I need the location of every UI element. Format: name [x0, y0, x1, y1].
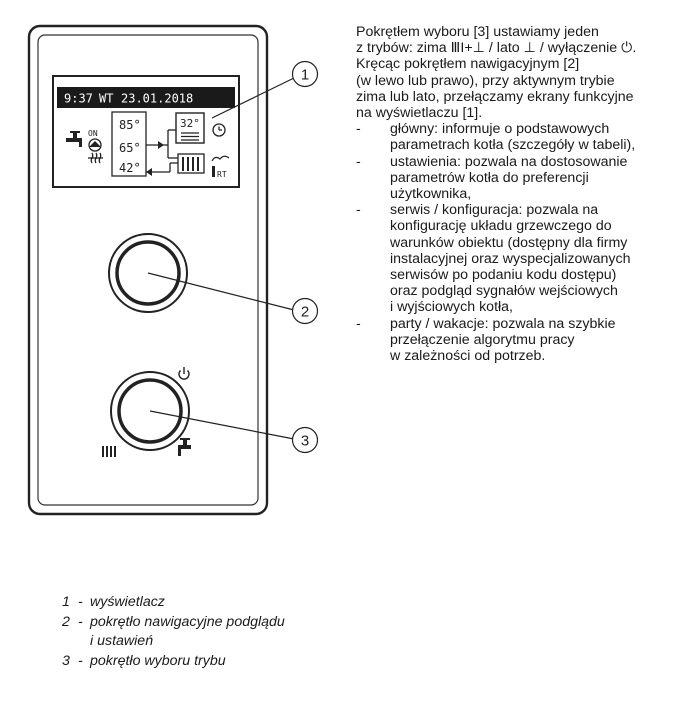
dhw-tank-icon: 32° — [175, 112, 205, 144]
callout-3-label: 3 — [301, 433, 309, 450]
legend: 1-wyświetlacz 2-pokrętło nawigacyjne pod… — [62, 593, 285, 671]
mode-knob[interactable] — [110, 371, 190, 451]
panel-inner — [37, 34, 259, 506]
lcd-room-label: RT — [217, 170, 227, 179]
lcd-boiler-temp: 85° — [119, 118, 141, 132]
lcd-return-temp: 42° — [119, 161, 141, 175]
winter-mode-icon — [102, 446, 116, 457]
pump-icon: ON — [88, 129, 102, 152]
legend-item: 2-pokrętło nawigacyjne podglądu — [62, 613, 285, 630]
list-item: - serwis / konfiguracja: pozwala na konf… — [356, 202, 631, 316]
legend-item: 3-pokrętło wyboru trybu — [62, 652, 226, 669]
lcd-date: 23.01.2018 — [121, 92, 193, 106]
intro-line: Pokrętłem wyboru [3] ustawiamy jeden — [356, 24, 599, 40]
panel-outer — [27, 24, 269, 516]
callout-1: 1 — [291, 60, 319, 88]
power-icon — [178, 367, 190, 380]
leader-lines — [147, 77, 295, 440]
flow-arrow-icon — [158, 141, 164, 149]
intro-line: z trybów: zima ⅢI+⊥ / lato ⊥ / wyłączeni… — [356, 40, 637, 57]
list-item: - ustawienia: pozwala na dostosowanie pa… — [356, 153, 628, 203]
leader-line-1 — [211, 77, 295, 119]
lcd-day: WT — [99, 92, 113, 106]
legend-item: 1-wyświetlacz — [62, 594, 165, 610]
flow-lines — [146, 129, 178, 173]
summer-mode-icon — [178, 438, 191, 456]
lcd-status-bar — [57, 87, 235, 108]
clock-icon — [212, 123, 226, 137]
list-item: - główny: informuje o podstawowych param… — [356, 121, 636, 154]
lcd-time: 9:37 — [64, 92, 93, 106]
intro-line: (w lewo lub prawo), przy aktywnym trybie — [356, 72, 615, 89]
intro-line: Kręcąc pokrętłem nawigacyjnym [2] — [356, 56, 580, 73]
leader-line-2 — [147, 272, 295, 311]
intro-line: na wyświetlaczu [1]. — [356, 105, 483, 122]
intro-line: zima lub lato, przełączamy ekrany funkcy… — [356, 88, 634, 105]
tap-icon — [66, 131, 82, 147]
callout-2-label: 2 — [301, 304, 309, 321]
description: Pokrętłem wyboru [3] ustawiamy jeden z t… — [356, 24, 670, 364]
list-item: - party / wakacje: pozwala na szybkie pr… — [356, 315, 616, 365]
return-arrow-icon — [146, 168, 152, 176]
navigation-knob[interactable] — [108, 233, 188, 313]
radiator-icon — [177, 153, 205, 174]
boiler-box — [111, 111, 147, 177]
description-intro: Pokrętłem wyboru [3] ustawiamy jeden z t… — [356, 24, 670, 121]
lcd-setpoint-temp: 65° — [119, 141, 141, 155]
room-thermostat-icon: RT — [211, 155, 230, 179]
lcd-display: 9:37 WT 23.01.2018 ON 85° 65° 42° — [52, 75, 240, 188]
callout-1-label: 1 — [301, 67, 309, 84]
leader-line-3 — [149, 410, 295, 440]
lcd-dhw-temp: 32° — [180, 117, 200, 130]
pump-label: ON — [88, 129, 98, 138]
callout-2: 2 — [291, 297, 319, 325]
screen-list: - główny: informuje o podstawowych param… — [356, 121, 670, 364]
legend-item-continuation: i ustawień — [90, 633, 154, 649]
heating-symbol-icon — [88, 152, 103, 164]
callout-3: 3 — [291, 426, 319, 454]
